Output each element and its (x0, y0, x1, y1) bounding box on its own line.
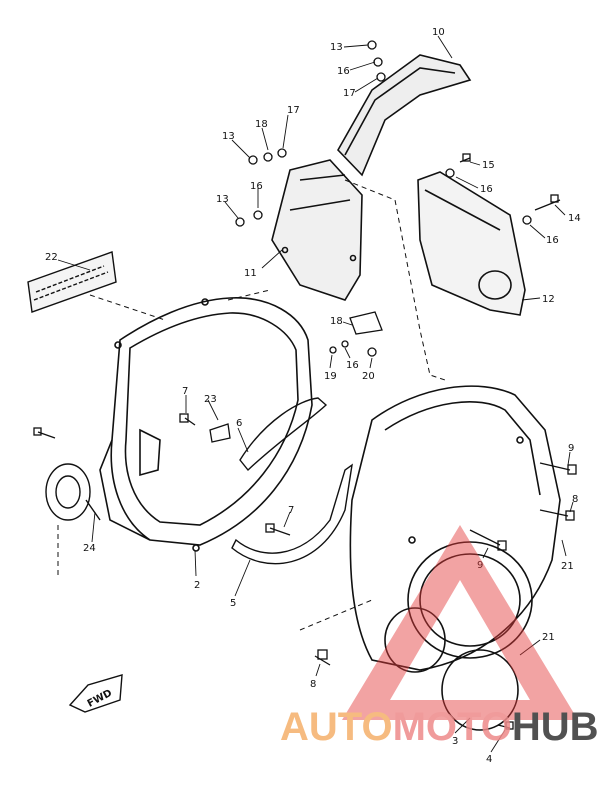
callout-16e: 16 (346, 360, 359, 371)
watermark-logo: AUTOMOTOHUB (280, 525, 599, 749)
decal-part-22 (27, 251, 117, 313)
callout-7b: 7 (288, 505, 294, 516)
callout-18b: 18 (330, 316, 343, 327)
callout-5: 5 (230, 598, 236, 609)
leader-lines (57, 35, 574, 753)
callout-24: 24 (83, 543, 96, 554)
duct-part-10 (337, 54, 472, 177)
callout-13c: 13 (216, 194, 229, 205)
callout-2: 2 (194, 580, 200, 591)
callout-21a: 21 (561, 561, 574, 572)
callout-18a: 18 (255, 119, 268, 130)
callout-9a: 9 (568, 443, 574, 454)
seal-part-5 (231, 463, 353, 565)
callout-numbers: 13 16 17 10 13 18 17 16 13 11 15 16 14 1… (45, 27, 581, 765)
callout-16b: 16 (250, 181, 263, 192)
watermark-triangle-icon (342, 525, 578, 720)
assembly-dashed-lines (57, 179, 446, 631)
callout-16d: 16 (546, 235, 559, 246)
callout-7a: 7 (182, 386, 188, 397)
ring-part-3 (441, 649, 519, 731)
callout-6: 6 (236, 418, 242, 429)
fan-housing-right (349, 385, 561, 673)
callout-11: 11 (244, 268, 257, 279)
callout-23: 23 (204, 394, 217, 405)
callout-13a: 13 (330, 42, 343, 53)
callout-16c: 16 (480, 184, 493, 195)
callout-12: 12 (542, 294, 555, 305)
cover-part-11 (271, 159, 363, 301)
callout-22: 22 (45, 252, 58, 263)
svg-text:AUTOMOTOHUB: AUTOMOTOHUB (280, 705, 599, 749)
callout-14: 14 (568, 213, 581, 224)
watermark-hub: HUB (512, 705, 599, 749)
callout-17b: 17 (287, 105, 300, 116)
callout-20: 20 (362, 371, 375, 382)
callout-13b: 13 (222, 131, 235, 142)
callout-21b: 21 (542, 632, 555, 643)
watermark-auto: AUTO (280, 705, 393, 749)
callout-9b: 9 (477, 560, 483, 571)
gasket-part-6 (239, 397, 328, 472)
callout-16a: 16 (337, 66, 350, 77)
callout-17a: 17 (343, 88, 356, 99)
cover-part-12 (417, 171, 526, 316)
watermark-moto: MOTO (393, 705, 512, 749)
fwd-arrow: FWD (68, 674, 123, 713)
callout-4: 4 (486, 754, 492, 765)
callout-10: 10 (432, 27, 445, 38)
fan-shroud-part-2 (99, 297, 313, 552)
assembly-part-24 (45, 463, 101, 521)
callout-8a: 8 (572, 494, 578, 505)
callout-3: 3 (452, 736, 458, 747)
callout-15: 15 (482, 160, 495, 171)
callout-8b: 8 (310, 679, 316, 690)
callout-19: 19 (324, 371, 337, 382)
